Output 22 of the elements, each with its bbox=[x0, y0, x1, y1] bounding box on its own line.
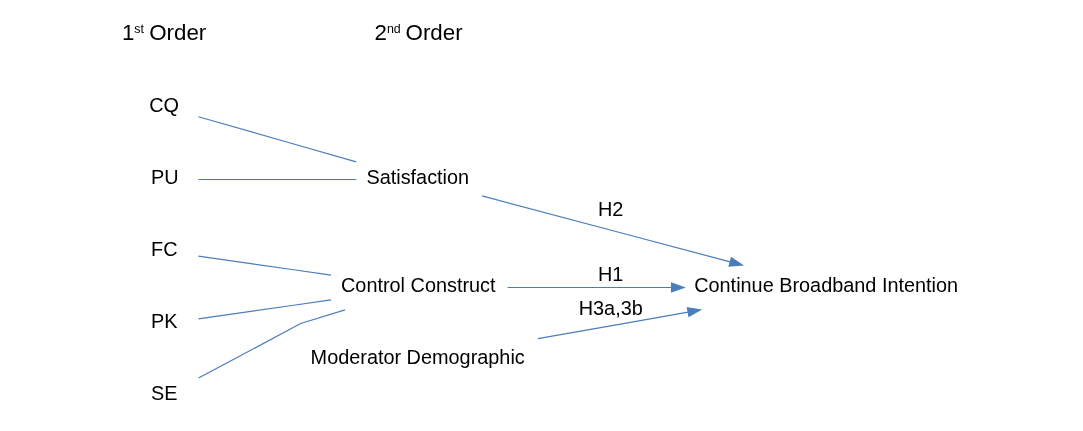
node-text: Moderator Demographic bbox=[310, 346, 525, 369]
edge-label: H1 bbox=[597, 263, 624, 286]
connector bbox=[197, 299, 332, 320]
node-text: CQ bbox=[149, 94, 180, 117]
label: 1$^{st}$ Order bbox=[121, 19, 207, 45]
node-text: PK bbox=[151, 310, 178, 333]
node-text: FC bbox=[151, 238, 178, 261]
edge-label: H3a,3b bbox=[578, 296, 643, 319]
arrow bbox=[506, 282, 686, 293]
arrow bbox=[537, 307, 703, 340]
node-text: Control Construct bbox=[341, 274, 496, 297]
connector bbox=[197, 178, 357, 181]
node-text: Satisfaction bbox=[366, 166, 470, 189]
node-text: SE bbox=[151, 382, 178, 405]
edge-label: H2 bbox=[597, 198, 624, 221]
connector bbox=[197, 116, 357, 163]
label: 2$^{nd}$ Order bbox=[374, 19, 463, 45]
node-text: PU bbox=[151, 166, 179, 189]
connector bbox=[197, 255, 332, 276]
node-text: Continue Broadband Intention bbox=[694, 274, 959, 297]
arrow bbox=[481, 195, 745, 267]
connector bbox=[197, 309, 346, 379]
